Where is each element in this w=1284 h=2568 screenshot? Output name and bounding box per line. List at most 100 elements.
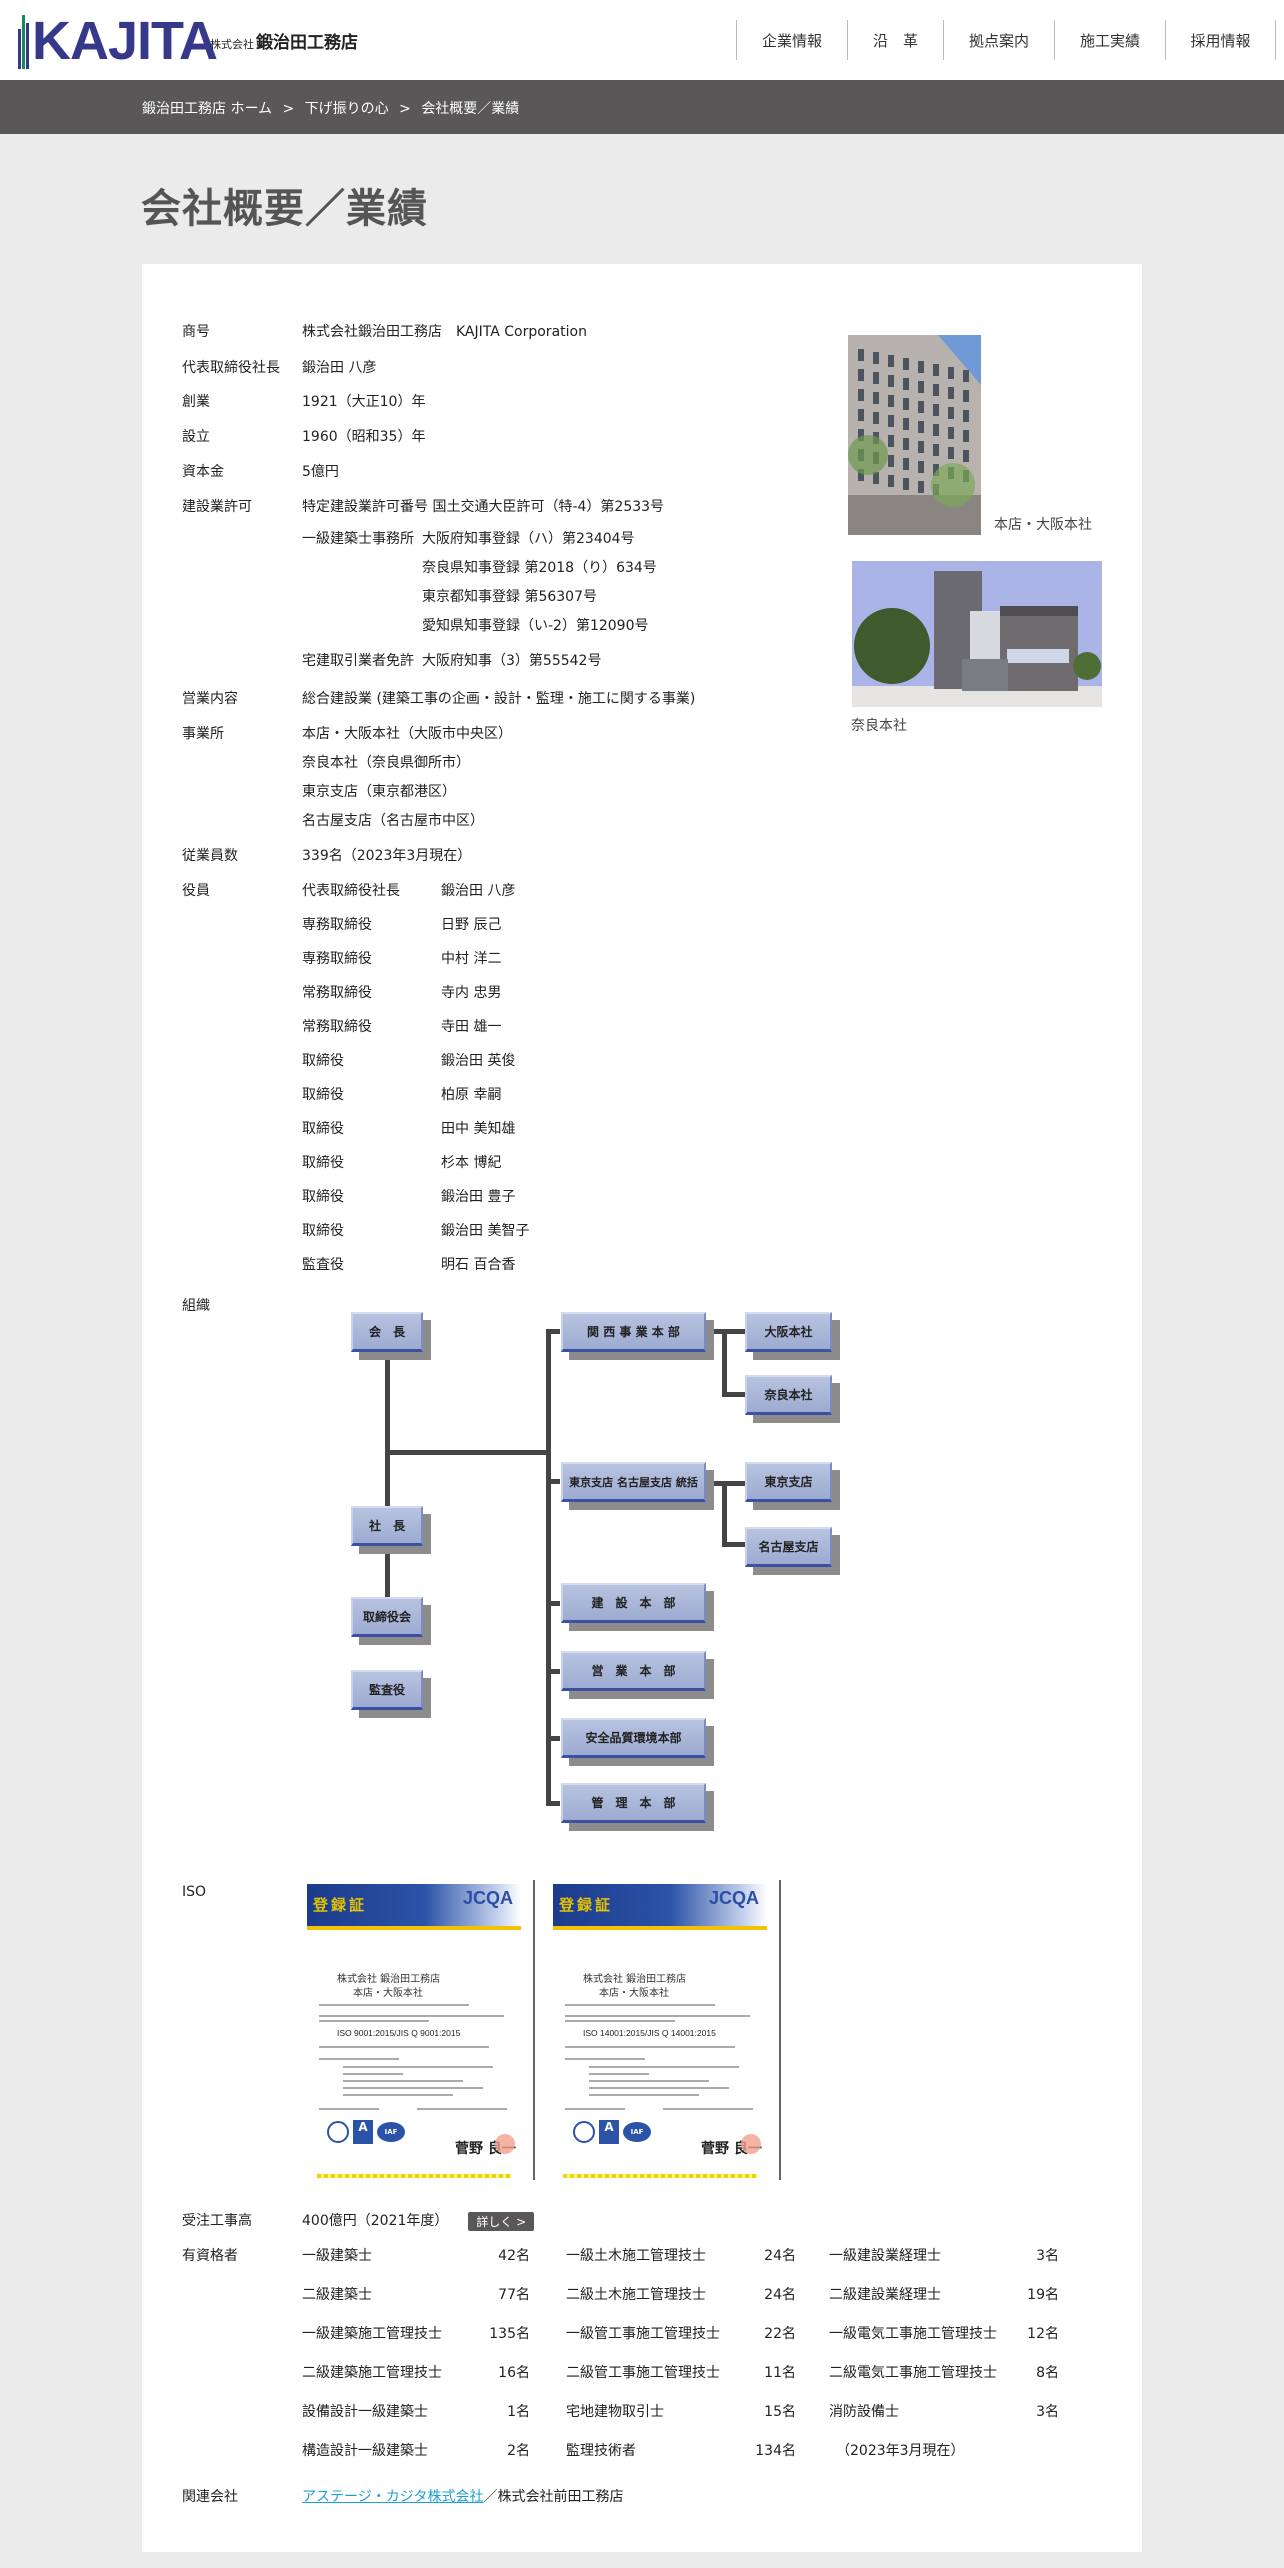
label-trade-name: 商号 xyxy=(182,324,210,340)
qualification-name: 一級管工事施工管理技士 xyxy=(566,2326,720,2342)
qualification-count: 8名 xyxy=(1036,2365,1059,2381)
building-window xyxy=(933,364,939,376)
seal-stamp-icon xyxy=(741,2134,761,2154)
nav-recruit[interactable]: 採用情報 xyxy=(1165,20,1276,60)
qualification-name: 設備設計一級建築士 xyxy=(302,2404,428,2420)
certificate-frame-edge xyxy=(533,1880,535,2180)
officer-name: 日野 辰己 xyxy=(441,917,502,933)
building-window xyxy=(903,418,909,430)
org-line-kansai-down xyxy=(722,1329,727,1396)
certificate-text-line xyxy=(565,2020,675,2022)
value-office-tokyo: 東京支店（東京都港区） xyxy=(302,784,456,800)
org-line-nara xyxy=(722,1392,746,1397)
building-window xyxy=(948,387,954,399)
value-license-line1: 特定建設業許可番号 国土交通大臣許可（特-4）第2533号 xyxy=(302,499,665,515)
certificate-text-line xyxy=(417,2108,507,2110)
nav-locations[interactable]: 拠点案内 xyxy=(943,20,1054,60)
value-realestate: 大阪府知事（3）第55542号 xyxy=(422,653,602,669)
building-window xyxy=(963,370,969,382)
nav-history[interactable]: 沿 革 xyxy=(847,20,943,60)
org-box-nagoya-branch: 名古屋支店 xyxy=(745,1527,832,1567)
qualification-count: 22名 xyxy=(764,2326,796,2342)
certificate-text-line xyxy=(343,2073,403,2075)
iaf-logo-icon: IAF xyxy=(623,2122,651,2142)
building-window xyxy=(903,438,909,450)
org-box-sales-division: 営 業 本 部 xyxy=(561,1651,706,1691)
value-office-nagoya: 名古屋支店（名古屋市中区） xyxy=(302,813,484,829)
orders-details-button[interactable]: 詳しく > xyxy=(468,2211,535,2231)
certificate-text-line xyxy=(565,2015,750,2017)
label-affiliates: 関連会社 xyxy=(182,2489,238,2505)
building-window xyxy=(903,458,909,470)
officer-title: 取締役 xyxy=(302,1189,344,1205)
affiliate-astage-link[interactable]: アステージ・カジタ株式会社 xyxy=(302,2489,484,2505)
value-arch-office-label: 一級建築士事務所 xyxy=(302,531,414,547)
qualification-name: 二級土木施工管理技士 xyxy=(566,2287,706,2303)
qualification-name: 一級建築施工管理技士 xyxy=(302,2326,442,2342)
org-line-branch xyxy=(546,1736,560,1741)
certificate-text-line xyxy=(589,2094,699,2096)
building-window xyxy=(873,392,879,404)
label-officers: 役員 xyxy=(182,883,210,899)
seal-stamp-icon xyxy=(495,2134,515,2154)
qualification-name: 構造設計一級建築士 xyxy=(302,2443,428,2459)
building-window xyxy=(918,361,924,373)
label-established: 設立 xyxy=(182,429,210,445)
qualification-count: 16名 xyxy=(498,2365,530,2381)
officer-title: 取締役 xyxy=(302,1121,344,1137)
certificate-text-line xyxy=(589,2087,729,2089)
qualification-count: 2名 xyxy=(507,2443,530,2459)
building-window xyxy=(858,369,864,381)
label-iso: ISO xyxy=(182,1884,207,1900)
org-line-branch xyxy=(546,1801,560,1806)
nav-company-info[interactable]: 企業情報 xyxy=(736,20,847,60)
building-window xyxy=(873,412,879,424)
jcqa-logo: JCQA xyxy=(708,1888,759,1908)
jab-emblem-icon xyxy=(327,2121,349,2143)
iaf-logo-icon: IAF xyxy=(377,2122,405,2142)
qualification-count: 134名 xyxy=(755,2443,796,2459)
value-trade-name: 株式会社鍛治田工務店 KAJITA Corporation xyxy=(302,324,587,340)
label-offices: 事業所 xyxy=(182,726,224,742)
certificate-text-line xyxy=(319,2046,489,2048)
officer-title: 代表取締役社長 xyxy=(302,883,400,899)
org-line-branch xyxy=(546,1329,560,1334)
qualification-name: 消防設備士 xyxy=(829,2404,899,2420)
value-office-osaka: 本店・大阪本社（大阪市中央区） xyxy=(302,726,512,742)
qualification-count: 15名 xyxy=(764,2404,796,2420)
certificate-text-line xyxy=(663,2108,753,2110)
nara-photo-caption: 奈良本社 xyxy=(851,718,907,734)
building-window xyxy=(888,375,894,387)
breadcrumb-section[interactable]: 下げ振りの心 xyxy=(304,101,389,117)
value-arch-office-osaka: 大阪府知事登録（ハ）第23404号 xyxy=(422,531,635,547)
org-box-president: 社 長 xyxy=(351,1506,423,1546)
label-president: 代表取締役社長 xyxy=(182,360,280,376)
kajita-logo[interactable]: KAJITA xyxy=(18,10,218,72)
building-window xyxy=(888,415,894,427)
building-window xyxy=(933,464,939,476)
building-window xyxy=(933,404,939,416)
building-window xyxy=(948,447,954,459)
qualification-count: 3名 xyxy=(1036,2248,1059,2264)
nav-works[interactable]: 施工実績 xyxy=(1054,20,1165,60)
building-window xyxy=(903,378,909,390)
qualification-count: 11名 xyxy=(764,2365,796,2381)
certificate-text-line xyxy=(319,2108,379,2110)
building-window xyxy=(903,478,909,490)
breadcrumb-home[interactable]: 鍛治田工務店 ホーム xyxy=(142,101,273,117)
affiliate-rest: ／株式会社前田工務店 xyxy=(483,2489,624,2505)
certificate-frame-edge xyxy=(779,1880,781,2180)
certificate-text-line xyxy=(565,2004,715,2006)
value-affiliates: アステージ・カジタ株式会社／株式会社前田工務店 xyxy=(302,2486,623,2506)
label-license: 建設業許可 xyxy=(182,499,252,515)
value-business: 総合建設業 (建築工事の企画・設計・監理・施工に関する事業) xyxy=(302,691,696,707)
jab-logo-icon: A xyxy=(599,2120,619,2144)
certificate-text-line xyxy=(565,2046,735,2048)
officer-title: 専務取締役 xyxy=(302,951,372,967)
building-window xyxy=(948,427,954,439)
org-box-nara-hq: 奈良本社 xyxy=(745,1375,832,1415)
label-capital: 資本金 xyxy=(182,464,224,480)
